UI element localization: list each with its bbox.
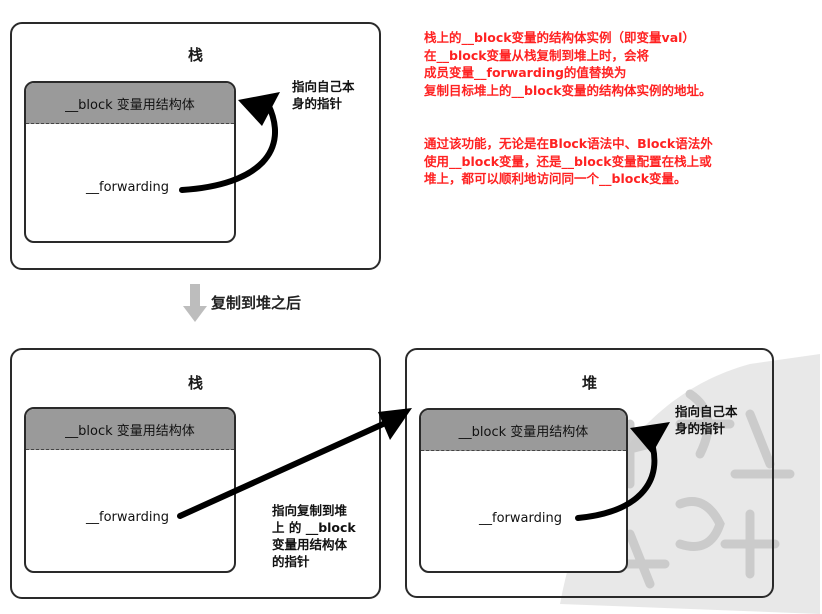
forwarding-field: __forwarding <box>479 511 562 526</box>
copy-to-heap-label: 复制到堆之后 <box>211 294 302 312</box>
self-pointer-note: 指向自己本 身的指针 <box>292 79 355 111</box>
arrowhead <box>378 408 412 440</box>
block-variable-struct: __block 变量用结构体 __forwarding <box>24 407 236 573</box>
self-pointer-note: 指向自己本 身的指针 <box>675 404 738 436</box>
self-pointer-arrow-top <box>179 101 279 193</box>
block-variable-struct: __block 变量用结构体 __forwarding <box>419 408 628 573</box>
stack-panel-title: 栈 <box>187 374 203 392</box>
struct-header: __block 变量用结构体 <box>26 83 234 124</box>
stack-panel-before: 栈 __block 变量用结构体 __forwarding <box>10 22 381 270</box>
heap-panel: 堆 __block 变量用结构体 __forwarding <box>405 348 774 598</box>
arrowhead <box>630 422 670 454</box>
block-variable-struct: __block 变量用结构体 __forwarding <box>24 81 236 243</box>
stack-panel-after: 栈 __block 变量用结构体 __forwarding <box>10 348 381 599</box>
struct-header: __block 变量用结构体 <box>26 409 234 450</box>
arrowhead <box>238 92 280 126</box>
forwarding-field: __forwarding <box>86 180 169 195</box>
stack-panel-title: 栈 <box>187 46 203 64</box>
heap-panel-title: 堆 <box>581 374 597 392</box>
self-pointer-arrow-heap <box>575 429 658 521</box>
annotation-same-variable-access: 通过该功能，无论是在Block语法中、Block语法外 使用__block变量，… <box>424 136 713 186</box>
forwarding-field: __forwarding <box>86 510 169 525</box>
heap-pointer-note: 指向复制到堆 上 的 __block 变量用结构体 的指针 <box>272 503 356 569</box>
struct-header: __block 变量用结构体 <box>421 410 626 451</box>
forwarding-to-heap-arrow <box>177 417 395 519</box>
annotation-forwarding-replace: 栈上的__block变量的结构体实例（即变量val） 在__block变量从栈复… <box>424 30 712 98</box>
copy-down-arrow <box>183 284 207 322</box>
